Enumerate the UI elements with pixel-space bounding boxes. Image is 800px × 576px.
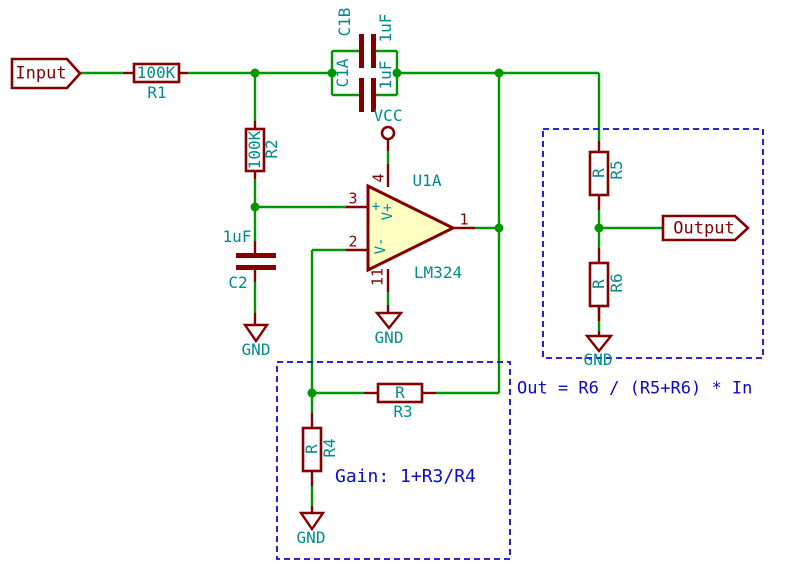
capacitor-c1a-plate[interactable] — [371, 78, 376, 112]
u1a-vminus-marker: V- — [373, 237, 389, 255]
gnd-symbol[interactable] — [298, 511, 326, 532]
divider-annotation-box[interactable] — [542, 128, 764, 359]
junction-dot — [494, 68, 504, 78]
resistor-r5-body[interactable] — [588, 150, 610, 197]
r1-value[interactable]: 100K — [136, 63, 176, 82]
capacitor-c1a-plate[interactable] — [359, 78, 364, 112]
u1a-pin3-number: 3 — [348, 189, 358, 208]
c2-ref[interactable]: C2 — [228, 273, 248, 292]
junction-dot — [594, 223, 604, 233]
junction-dot — [307, 388, 317, 398]
resistor-r3-body[interactable] — [376, 382, 424, 404]
junction-dot — [327, 68, 337, 78]
transfer-note[interactable]: Out = R6 / (R5+R6) * In — [517, 378, 753, 399]
junction-dots — [250, 68, 604, 398]
u1a-noninv-marker: + — [371, 199, 381, 215]
capacitor-c1b-plate[interactable] — [371, 34, 376, 68]
vcc-symbol[interactable] — [380, 125, 396, 141]
gnd-symbol[interactable] — [242, 323, 270, 344]
gnd-label: GND — [583, 350, 613, 369]
r3-ref[interactable]: R3 — [393, 402, 413, 421]
gnd-label: GND — [241, 340, 271, 359]
output-flag[interactable] — [661, 214, 750, 242]
pin-stubs — [123, 71, 601, 513]
gain-note[interactable]: Gain: 1+R3/R4 — [335, 466, 476, 487]
output-net-label[interactable]: Output — [673, 218, 735, 239]
c1a-ref[interactable]: C1A — [333, 58, 352, 88]
input-flag[interactable] — [10, 57, 82, 90]
r2-ref[interactable]: R2 — [262, 139, 281, 159]
r4-ref[interactable]: R4 — [320, 438, 339, 458]
vcc-label: VCC — [373, 106, 403, 125]
capacitor-c1b-plate[interactable] — [359, 34, 364, 68]
gnd-symbol[interactable] — [374, 311, 404, 330]
c2-value[interactable]: 1uF — [222, 227, 252, 246]
u1a-pin11-number: 11 — [368, 267, 387, 287]
u1a-pin4-number: 4 — [369, 173, 388, 183]
u1a-pin2-number: 2 — [348, 232, 358, 251]
r1-ref[interactable]: R1 — [147, 83, 167, 102]
gnd-symbol[interactable] — [584, 334, 614, 353]
resistor-r4-body[interactable] — [301, 426, 323, 473]
gain-annotation-box[interactable] — [276, 361, 511, 560]
junction-dot — [494, 223, 504, 233]
u1a-vplus-marker: V+ — [380, 203, 396, 221]
junction-dot — [250, 68, 260, 78]
r5-value[interactable]: R — [589, 168, 608, 178]
c1b-value[interactable]: 1uF — [376, 13, 395, 43]
u1a-value[interactable]: LM324 — [413, 263, 463, 282]
u1a-ref[interactable]: U1A — [412, 171, 442, 190]
opamp-u1a-body[interactable] — [366, 183, 457, 273]
input-net-label[interactable]: Input — [15, 63, 67, 84]
r6-value[interactable]: R — [589, 279, 608, 289]
resistor-r1-body[interactable] — [132, 62, 181, 84]
r4-value[interactable]: R — [302, 444, 321, 454]
resistor-r2-body[interactable] — [244, 127, 266, 173]
capacitor-c2-plate[interactable] — [236, 253, 276, 258]
u1a-pin1-number: 1 — [459, 210, 469, 229]
junction-dot — [392, 68, 402, 78]
r2-value[interactable]: 100K — [245, 130, 264, 170]
r5-ref[interactable]: R5 — [607, 160, 626, 180]
gnd-label: GND — [296, 528, 326, 547]
c1b-ref[interactable]: C1B — [335, 7, 354, 37]
capacitor-c2-plate[interactable] — [236, 265, 276, 270]
c1a-value[interactable]: 1uF — [376, 60, 395, 90]
gnd-label: GND — [374, 328, 404, 347]
resistor-r6-body[interactable] — [588, 261, 610, 308]
junction-dot — [250, 202, 260, 212]
r3-value[interactable]: R — [395, 383, 405, 402]
r6-ref[interactable]: R6 — [607, 273, 626, 293]
